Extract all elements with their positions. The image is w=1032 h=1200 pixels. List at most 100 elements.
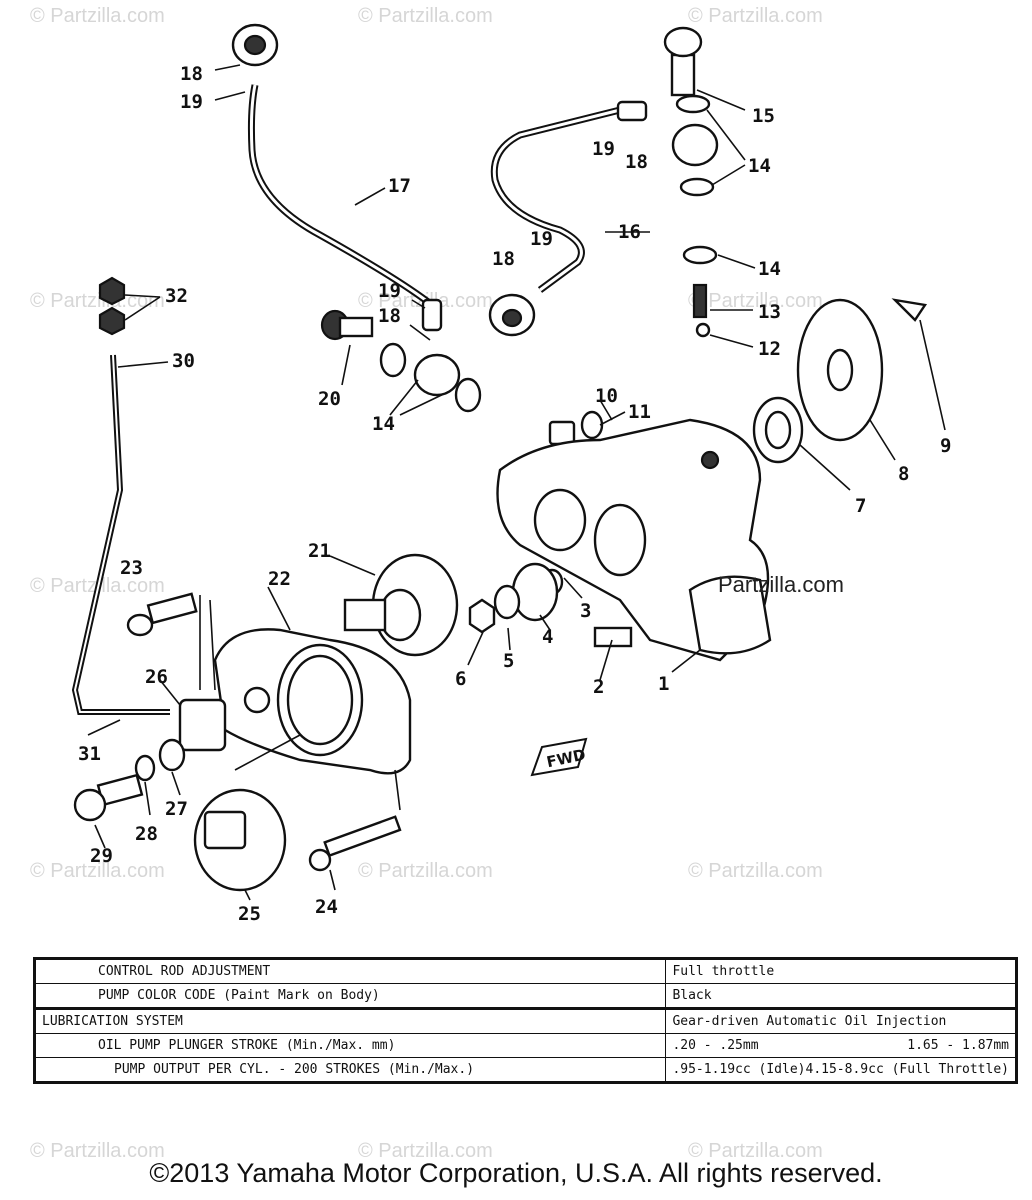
watermark: © Partzilla.com [30,1140,165,1162]
spec-table: CONTROL ROD ADJUSTMENT Full throttle PUM… [33,957,1018,1084]
control-rod-30 [71,354,170,715]
callout: 20 [318,388,341,410]
callout: 9 [940,435,951,457]
washer-14b [679,177,715,197]
callout: 14 [758,258,781,280]
watermark: © Partzilla.com [688,290,823,312]
watermark: © Partzilla.com [30,5,165,27]
spec-label: OIL PUMP PLUNGER STROKE (Min./Max. mm) [33,1033,667,1058]
bolt-15 [670,53,696,97]
spec-label: PUMP COLOR CODE (Paint Mark on Body) [33,983,667,1009]
callout: 31 [78,743,101,765]
callout: 18 [492,248,515,270]
spec-value: Full throttle [665,958,1017,984]
spec-value-max: 4.15-8.9cc (Full Throttle) [805,1062,1010,1077]
spec-value: Black [665,983,1017,1009]
callout: 29 [90,845,113,867]
callout: 25 [238,903,261,925]
callout: 19 [378,280,401,302]
spec-label: LUBRICATION SYSTEM [33,1007,667,1034]
callout: 19 [592,138,615,160]
callout: 7 [855,495,866,517]
callout: 1 [658,673,669,695]
callout: 3 [580,600,591,622]
bolt-2 [593,626,633,648]
spec-value: Gear-driven Automatic Oil Injection [665,1007,1017,1034]
fitting-26 [178,698,227,752]
gasket-1 [688,575,772,655]
callout: 28 [135,823,158,845]
callout: 24 [315,896,338,918]
banjo-18-right [671,123,719,167]
bolt-10 [548,420,576,446]
callout: 18 [378,305,401,327]
callout: 13 [758,301,781,323]
ball-12 [695,322,711,338]
fwd-arrow-icon: FWD [530,737,588,777]
callout: 5 [503,650,514,672]
callout: 14 [372,413,395,435]
control-rod-30-inner [73,354,170,713]
cotter-pin-9 [891,298,928,322]
inline-watermark: Partzilla.com [718,572,844,597]
spec-value: .95-1.19cc (Idle)4.15-8.9cc (Full Thrott… [665,1057,1017,1083]
nut-6 [468,598,496,634]
spring-13 [692,283,708,319]
bolt-24 [323,815,402,858]
callout: 27 [165,798,188,820]
washer-11 [580,410,604,440]
spec-value-min: .20 - .25mm [672,1038,759,1053]
callout: 30 [172,350,195,372]
washer-5 [493,584,521,620]
watermark: © Partzilla.com [688,5,823,27]
callout: 26 [145,666,168,688]
table-row: OIL PUMP PLUNGER STROKE (Min./Max. mm) .… [33,1033,1017,1058]
table-row: CONTROL ROD ADJUSTMENT Full throttle [33,958,1017,984]
washer-4 [511,562,559,622]
callout: 23 [120,557,143,579]
callout: 15 [752,105,775,127]
washer-28 [134,754,156,782]
callout: 2 [593,676,604,698]
washer-27 [158,738,186,772]
callout: 6 [455,668,466,690]
oil-line-16-inner [492,108,621,292]
spec-label: PUMP OUTPUT PER CYL. - 200 STROKES (Min.… [33,1057,667,1083]
callout: 18 [180,63,203,85]
watermark: © Partzilla.com [358,1140,493,1162]
watermark: © Partzilla.com [358,860,493,882]
callout: 14 [748,155,771,177]
callout: 17 [388,175,411,197]
callout: 8 [898,463,909,485]
callout: 16 [618,221,641,243]
spec-value-max: 1.65 - 1.87mm [907,1038,1009,1053]
callout: 18 [625,151,648,173]
callout: 32 [165,285,188,307]
spec-value: .20 - .25mm 1.65 - 1.87mm [665,1033,1017,1058]
spec-label: CONTROL ROD ADJUSTMENT [33,958,667,984]
washer-14c [682,245,718,265]
table-row: PUMP OUTPUT PER CYL. - 200 STROKES (Min.… [33,1057,1017,1083]
banjo-18-left [413,353,461,397]
copyright-notice: ©2013 Yamaha Motor Corporation, U.S.A. A… [149,1158,883,1188]
watermark: © Partzilla.com [30,860,165,882]
bolt-23 [146,592,198,625]
nut-32b [98,306,126,336]
callout: 4 [542,626,553,648]
callout: 10 [595,385,618,407]
oil-line-17-inner [249,84,433,307]
nut-32a [98,276,126,306]
callout: 21 [308,540,331,562]
oil-pump-exploded-diagram: 18 19 17 15 14 19 18 16 18 19 14 13 12 3… [71,23,951,925]
table-row: PUMP COLOR CODE (Paint Mark on Body) Bla… [33,983,1017,1009]
watermark: © Partzilla.com [688,1140,823,1162]
spec-value-min: .95-1.19cc (Idle) [672,1062,806,1077]
watermark: © Partzilla.com [688,860,823,882]
callout: 11 [628,401,651,423]
washer-14a [675,94,711,114]
watermark: © Partzilla.com [358,5,493,27]
callout: 12 [758,338,781,360]
callout: 22 [268,568,291,590]
callout: 19 [530,228,553,250]
callout: 19 [180,91,203,113]
